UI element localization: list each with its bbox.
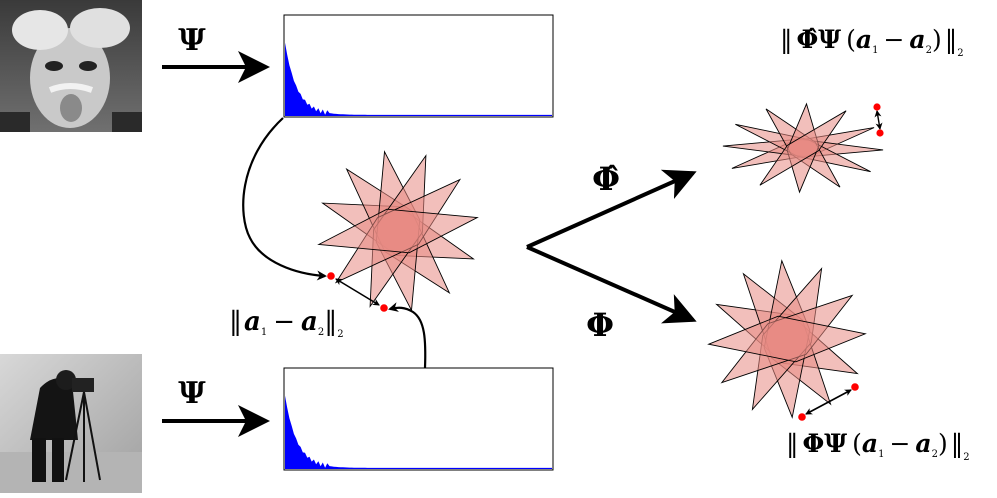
point-cloud-star-embedded (707, 259, 867, 419)
spectrum-plot-top (283, 14, 554, 118)
phi-hat-arrow (526, 169, 697, 249)
distance-arrow-top-right (874, 110, 883, 130)
spectrum-plot-bottom (283, 367, 554, 471)
star-plane (317, 208, 479, 254)
distance-arrow-bottom-right (805, 389, 852, 415)
point-a1-center (327, 272, 335, 280)
connector-bottom (388, 302, 427, 369)
norm-label-phi-hat: ‖Φ̂Ψ(a1−a2)‖2 (780, 25, 964, 59)
phi-hat-label: Φ̂ (592, 160, 620, 198)
top-photo (0, 0, 142, 132)
point-a2-top-right (876, 129, 884, 137)
distance-arrow-center (335, 278, 380, 306)
point-a1-top-right (873, 103, 881, 111)
bottom-photo (0, 354, 142, 493)
norm-label-center: ‖a1−a2‖2 (229, 307, 344, 340)
point-a2-bottom-right (798, 413, 806, 421)
psi-label-bottom: Ψ (178, 376, 206, 411)
point-a2-center (380, 304, 388, 312)
connector-top (242, 117, 327, 281)
point-cloud-star-compressed (722, 102, 884, 194)
norm-label-phi: ‖ΦΨ(a1−a2)‖2 (786, 429, 970, 463)
psi-label-top: Ψ (178, 23, 206, 58)
star-plane (759, 110, 847, 186)
phi-label: Φ (586, 306, 614, 344)
point-a1-bottom-right (851, 383, 859, 391)
point-cloud-star-center (317, 150, 479, 312)
star-plane (707, 315, 867, 363)
phi-arrow (526, 245, 697, 324)
